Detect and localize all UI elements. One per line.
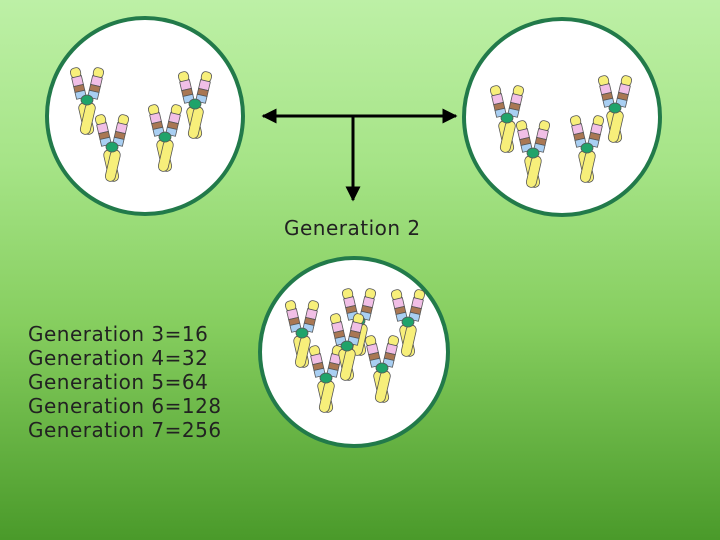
generation-item: Generation 5=64 <box>28 370 209 394</box>
generation-list: Generation 3=16 Generation 4=32 Generati… <box>28 322 222 442</box>
generation-2-label: Generation 2 <box>284 216 421 240</box>
generation-item: Generation 3=16 <box>28 322 209 346</box>
division-arrows <box>261 108 458 202</box>
cell-parent-right <box>462 17 662 217</box>
generation-item: Generation 4=32 <box>28 346 209 370</box>
generation-item: Generation 6=128 <box>28 394 222 418</box>
cell-parent-left <box>45 16 245 216</box>
generation-item: Generation 7=256 <box>28 418 222 442</box>
cell-generation-2 <box>258 256 450 448</box>
